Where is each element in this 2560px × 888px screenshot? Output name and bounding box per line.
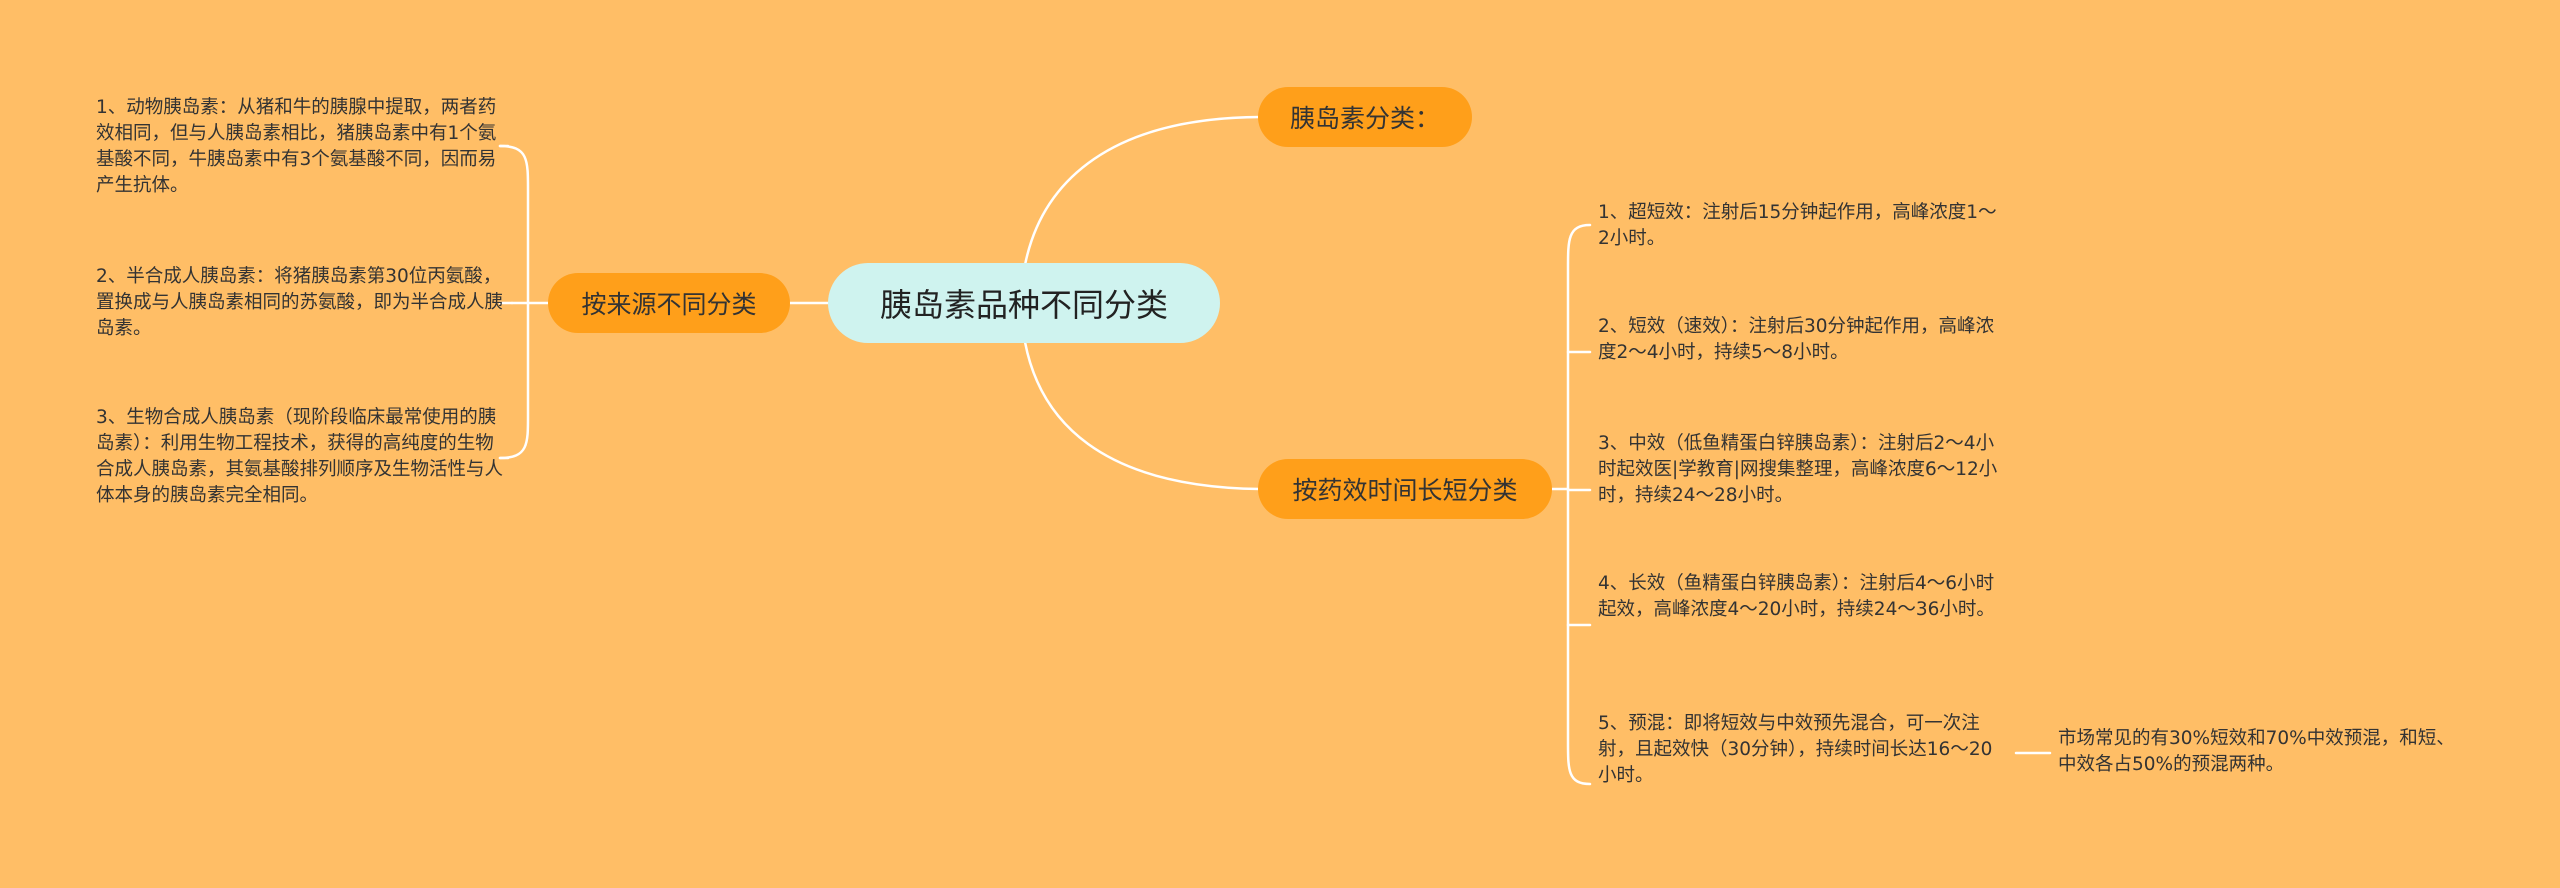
branch-label-classification: 胰岛素分类： xyxy=(1289,104,1440,133)
duration-item-3[interactable]: 3、中效（低鱼精蛋白锌胰岛素）：注射后2～4小时起效医|学教育|网搜集整理，高峰… xyxy=(1598,433,1998,506)
duration-item-1[interactable]: 1、超短效：注射后15分钟起作用，高峰浓度1～2小时。 xyxy=(1598,202,1997,249)
branch-node-classification[interactable]: 胰岛素分类： xyxy=(1258,87,1472,147)
premix-note[interactable]: 市场常见的有30%短效和70%中效预混，和短、中效各占50%的预混两种。 xyxy=(2058,728,2455,775)
duration-item-5[interactable]: 5、预混：即将短效与中效预先混合，可一次注射，且起效快（30分钟），持续时间长达… xyxy=(1598,713,1993,786)
source-item-2[interactable]: 2、半合成人胰岛素：将猪胰岛素第30位丙氨酸，置换成与人胰岛素相同的苏氨酸，即为… xyxy=(96,266,504,339)
root-label: 胰岛素品种不同分类 xyxy=(879,286,1168,324)
branch-label-by-source: 按来源不同分类 xyxy=(581,290,757,319)
source-item-3[interactable]: 3、生物合成人胰岛素（现阶段临床最常使用的胰岛素）：利用生物工程技术，获得的高纯… xyxy=(96,407,504,506)
branch-node-by-source[interactable]: 按来源不同分类 xyxy=(548,273,790,333)
source-item-1[interactable]: 1、动物胰岛素：从猪和牛的胰腺中提取，两者药效相同，但与人胰岛素相比，猪胰岛素中… xyxy=(96,97,497,196)
link-root-classification xyxy=(1023,115,1262,267)
branch-label-by-duration: 按药效时间长短分类 xyxy=(1292,476,1518,505)
root-node[interactable]: 胰岛素品种不同分类 xyxy=(828,263,1220,343)
bracket-duration xyxy=(1566,223,1592,786)
link-root-duration xyxy=(1023,340,1262,491)
branch-node-by-duration[interactable]: 按药效时间长短分类 xyxy=(1258,459,1552,519)
duration-item-2[interactable]: 2、短效（速效）：注射后30分钟起作用，高峰浓度2～4小时，持续5～8小时。 xyxy=(1598,316,1995,363)
bracket-source xyxy=(498,144,530,460)
duration-item-4[interactable]: 4、长效（鱼精蛋白锌胰岛素）：注射后4～6小时起效，高峰浓度4～20小时，持续2… xyxy=(1598,573,1995,620)
